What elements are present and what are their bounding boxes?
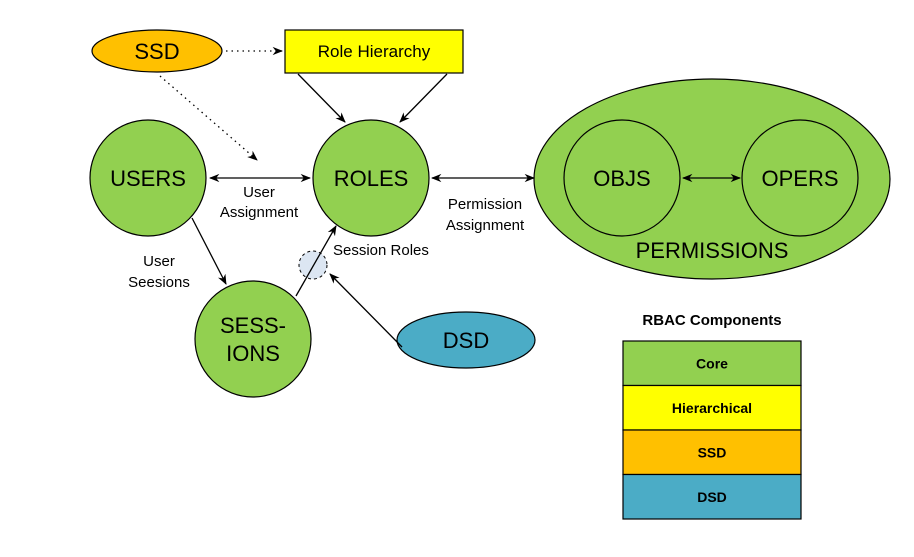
dsd-label: DSD [443,328,489,353]
user-assignment-label-line2: Assignment [220,204,299,221]
dsd-to-session-roles-arrow [329,273,403,348]
user-assignment-label-line1: User [243,184,275,201]
dsd-node [396,311,536,369]
legend-label-dsd: DSD [697,489,727,505]
sessions-label-line1: SESS- [220,313,286,338]
legend-label-core: Core [696,355,728,371]
legend-swatch-hierarchical [622,384,802,431]
ssd-label: SSD [134,39,179,64]
role-hierarchy-label: Role Hierarchy [318,42,431,61]
permission-assignment-label-line1: Permission [448,196,522,213]
user-sessions-label-line2: Seesions [128,274,190,291]
user-sessions-arrow [191,217,227,285]
users-label: USERS [110,166,186,191]
roles-label: ROLES [334,166,409,191]
objs-node [563,119,681,237]
roles-node [312,119,430,237]
legend-label-ssd: SSD [698,444,727,460]
legend-swatch-dsd [622,473,802,520]
opers-label: OPERS [761,166,838,191]
session-roles-arrow [295,225,337,297]
sessions-node [194,280,312,398]
user-sessions-label-line1: User [143,253,175,270]
legend-label-hierarchical: Hierarchical [672,400,752,416]
users-node [89,119,207,237]
permissions-label: PERMISSIONS [636,238,789,263]
opers-node [741,119,859,237]
legend-title: RBAC Components [642,312,781,329]
legend-swatch-core [622,340,802,387]
session-roles-label: Session Roles [333,242,429,259]
role-hierarchy-node [284,29,464,74]
role-hierarchy-left-arrow [297,73,346,123]
role-hierarchy-right-arrow [399,73,448,123]
permission-assignment-label-line2: Assignment [446,217,525,234]
sessions-label-line2: IONS [226,341,280,366]
ssd-node [91,29,223,73]
objs-label: OBJS [593,166,650,191]
